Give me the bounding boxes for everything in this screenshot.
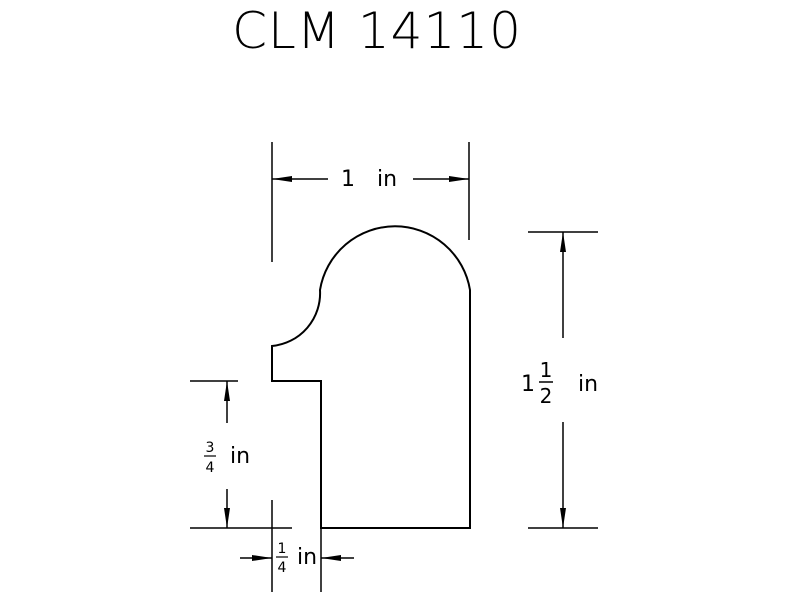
rabbet-numerator: 1 <box>278 541 287 557</box>
width-unit: in <box>377 167 397 192</box>
height-dimension: 1 1 2 in <box>521 231 598 529</box>
height-arrow-bottom <box>560 508 566 528</box>
height-whole: 1 <box>521 372 535 397</box>
step-denominator: 4 <box>206 460 215 476</box>
step-numerator: 3 <box>206 440 215 456</box>
step-unit: in <box>230 444 250 469</box>
step-arrow-top <box>224 381 230 401</box>
rabbet-denominator: 4 <box>278 560 287 576</box>
moulding-profile <box>271 225 471 529</box>
width-arrow-left <box>272 176 292 182</box>
height-arrow-top <box>560 232 566 252</box>
drawing-title: CLM 14110 <box>232 2 522 60</box>
width-dimension: 1 in <box>271 142 470 262</box>
width-value: 1 <box>341 167 355 192</box>
rabbet-unit: in <box>297 545 317 570</box>
rabbet-arrow-right <box>321 555 341 561</box>
rabbet-dimension: 1 4 in <box>240 500 354 592</box>
height-numerator: 1 <box>540 358 553 382</box>
width-arrow-right <box>449 176 469 182</box>
height-denominator: 2 <box>540 384 553 408</box>
step-arrow-bottom <box>224 508 230 528</box>
height-unit: in <box>578 372 598 397</box>
rabbet-arrow-left <box>252 555 272 561</box>
step-height-dimension: 3 4 in <box>190 380 292 529</box>
